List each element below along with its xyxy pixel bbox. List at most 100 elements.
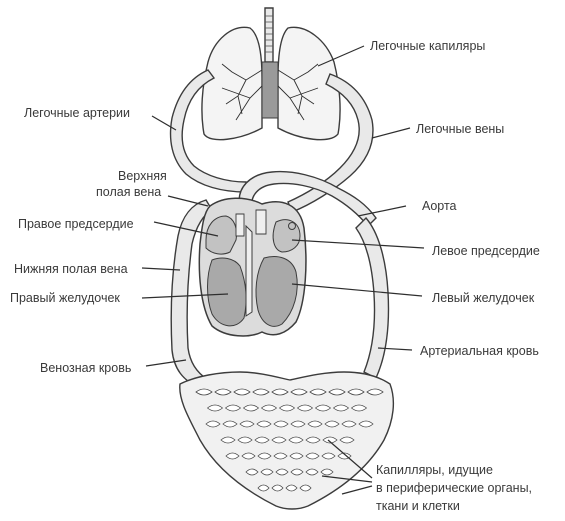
leader-left-atrium xyxy=(291,239,425,249)
capillary-cell xyxy=(290,388,308,396)
capillary-cell xyxy=(214,388,232,396)
capillary-cell xyxy=(275,468,289,476)
capillary-cell xyxy=(278,404,296,412)
capillary-cell xyxy=(305,452,320,460)
leader-right-atrium xyxy=(153,221,219,237)
left-ventricle xyxy=(255,256,298,327)
capillary-cell xyxy=(220,436,236,444)
capillary-cell xyxy=(290,468,304,476)
leader-capillaries-1 xyxy=(327,439,373,479)
capillary-cell xyxy=(195,388,213,396)
capillary-cell xyxy=(358,420,374,428)
leader-aorta xyxy=(357,205,407,217)
label-arterial-blood: Артериальная кровь xyxy=(420,344,539,358)
trachea-rings xyxy=(265,15,273,53)
capillary-cell xyxy=(307,420,323,428)
capillary-cell xyxy=(241,452,256,460)
capillary-cell xyxy=(257,484,270,492)
label-right-atrium: Правое предсердие xyxy=(18,217,134,231)
label-capillaries-line2: в периферические органы, xyxy=(376,481,532,495)
leader-capillaries-3 xyxy=(341,485,373,495)
capillary-cell xyxy=(328,388,346,396)
capillary-cell xyxy=(322,436,338,444)
capillary-cell xyxy=(321,452,336,460)
capillary-cell xyxy=(273,452,288,460)
capillary-cell xyxy=(260,404,278,412)
capillary-cell xyxy=(296,404,314,412)
label-capillaries-line3: ткани и клетки xyxy=(376,499,460,513)
leader-capillaries-2 xyxy=(321,475,373,483)
leader-superior-vena-cava xyxy=(167,195,209,207)
capillary-cell xyxy=(206,404,224,412)
capillary-cell xyxy=(339,436,355,444)
label-left-ventricle: Левый желудочек xyxy=(432,291,535,305)
capillary-cell xyxy=(237,436,253,444)
capillary-cell xyxy=(305,436,321,444)
capillary-cell xyxy=(299,484,312,492)
label-pulmonary-capillaries: Легочные капиляры xyxy=(370,39,485,53)
lungs xyxy=(201,7,341,141)
capillary-cell xyxy=(309,388,327,396)
capillary-cell xyxy=(288,436,304,444)
label-capillaries-line1: Капилляры, идущие xyxy=(376,463,493,477)
capillary-cell xyxy=(271,484,284,492)
leader-inferior-vena-cava xyxy=(141,267,181,271)
capillary-cell xyxy=(245,468,259,476)
capillary-cell xyxy=(350,404,368,412)
bronchi-tree xyxy=(221,63,319,121)
capillary-cell xyxy=(366,388,384,396)
capillary-cell xyxy=(273,420,289,428)
capillary-mesh xyxy=(195,388,384,492)
capillary-cell xyxy=(252,388,270,396)
capillary-cell xyxy=(256,420,272,428)
label-aorta: Аорта xyxy=(422,199,457,213)
capillary-cell xyxy=(242,404,260,412)
capillary-cell xyxy=(224,404,242,412)
capillary-cell xyxy=(320,468,334,476)
leader-pulmonary-arteries xyxy=(151,115,177,131)
capillary-cell xyxy=(290,420,306,428)
leader-lines xyxy=(141,45,425,495)
label-pulmonary-arteries: Легочные артерии xyxy=(24,106,130,120)
capillary-cell xyxy=(341,420,357,428)
capillary-cell xyxy=(271,388,289,396)
label-venous-blood: Венозная кровь xyxy=(40,361,131,375)
capillary-cell xyxy=(239,420,255,428)
label-pulmonary-veins: Легочные вены xyxy=(416,122,504,136)
label-left-atrium: Левое предсердие xyxy=(432,244,540,258)
right-ventricle xyxy=(207,257,247,327)
capillary-cell xyxy=(254,436,270,444)
label-superior-vena-cava-line2: полая вена xyxy=(96,185,161,199)
capillary-cell xyxy=(285,484,298,492)
capillary-cell xyxy=(347,388,365,396)
capillary-cell xyxy=(233,388,251,396)
aortic-arch xyxy=(238,170,377,228)
leader-left-ventricle xyxy=(291,283,423,297)
capillary-cell xyxy=(260,468,274,476)
capillary-cell xyxy=(225,452,240,460)
leader-arterial-blood xyxy=(377,347,413,351)
capillary-cell xyxy=(324,420,340,428)
leader-pulmonary-capillaries xyxy=(317,45,365,67)
capillary-cell xyxy=(332,404,350,412)
heart-vessel-stumps xyxy=(235,209,267,237)
septum xyxy=(245,224,253,317)
capillary-cell xyxy=(289,452,304,460)
right-lung xyxy=(201,26,263,141)
capillary-cell xyxy=(205,420,221,428)
capillary-cell xyxy=(222,420,238,428)
left-lung xyxy=(277,26,341,141)
heart xyxy=(198,197,307,337)
lung-hilum xyxy=(261,61,279,119)
valve-icon xyxy=(288,222,296,230)
capillary-cell xyxy=(314,404,332,412)
leader-right-ventricle xyxy=(141,293,229,299)
left-atrium xyxy=(272,219,301,253)
capillary-cell xyxy=(257,452,272,460)
leader-pulmonary-veins xyxy=(371,127,411,139)
label-superior-vena-cava-line1: Верхняя xyxy=(118,169,167,183)
label-right-ventricle: Правый желудочек xyxy=(10,291,120,305)
capillary-cell xyxy=(271,436,287,444)
capillary-network xyxy=(179,371,395,510)
